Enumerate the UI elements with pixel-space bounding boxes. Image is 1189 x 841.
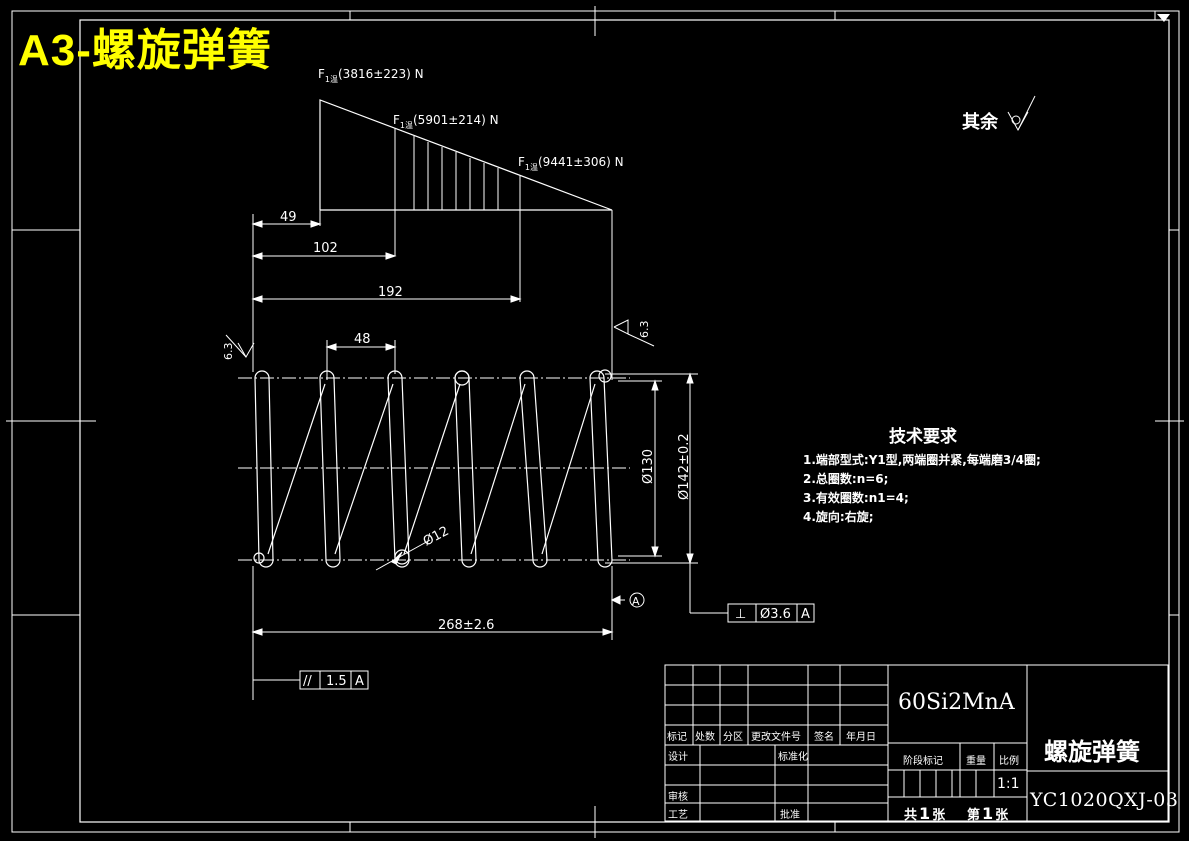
coil-back xyxy=(403,383,461,555)
weight-label: 重量 xyxy=(966,756,986,767)
coil-front xyxy=(589,370,613,568)
dim-length: 268±2.6 xyxy=(438,618,494,633)
par-symbol: // xyxy=(303,674,312,689)
corner-arrow xyxy=(1157,14,1170,22)
scale-value: 1:1 xyxy=(997,776,1020,792)
force-labels: F1温(3816±223) N F1温(5901±214) N F1温(9441… xyxy=(318,67,624,172)
design-label: 设计 xyxy=(668,752,688,763)
par-datum: A xyxy=(355,674,364,689)
wire-section xyxy=(454,370,470,386)
scale-label: 比例 xyxy=(999,756,1019,767)
header-signature: 签名 xyxy=(814,732,834,743)
load-diagram xyxy=(252,99,613,380)
datum-letter: A xyxy=(632,595,640,608)
drawing-number: YC1020QXJ-03 xyxy=(1030,789,1179,811)
standard-label: 标准化 xyxy=(778,752,808,763)
coil-back xyxy=(541,383,596,555)
header-count: 处数 xyxy=(695,732,715,743)
dim-pitch: 48 xyxy=(354,332,371,347)
svg-text:F1温(3816±223) N: F1温(3816±223) N xyxy=(318,67,424,84)
coil-front xyxy=(519,370,548,568)
title-block-grid xyxy=(664,664,1169,822)
dim-102: 102 xyxy=(313,241,338,256)
approve-label: 批准 xyxy=(780,810,800,821)
perp-symbol: ⊥ xyxy=(735,607,746,622)
sheet-title: A3-螺旋弹簧 xyxy=(18,26,272,75)
dim-outer: Ø142±0.2 xyxy=(677,433,692,500)
svg-text:F1温(9441±306) N: F1温(9441±306) N xyxy=(518,155,624,172)
wire-section xyxy=(598,369,612,383)
tolerance-frames xyxy=(299,603,815,690)
spring-coils xyxy=(253,369,613,568)
tolerance-text: ⊥ Ø3.6 A // 1.5 A xyxy=(303,607,810,689)
dim-wire: Ø12 xyxy=(421,524,452,550)
header-zone: 分区 xyxy=(723,732,743,743)
requirement-item: 3.有效圈数:n1=4; xyxy=(803,491,909,505)
perp-value: Ø3.6 xyxy=(760,607,791,622)
process-label: 工艺 xyxy=(668,810,688,821)
svg-text:F1温(5901±214) N: F1温(5901±214) N xyxy=(393,113,499,130)
wire-section xyxy=(394,549,410,565)
requirement-item: 2.总圈数:n=6; xyxy=(803,472,889,486)
coil-back xyxy=(334,383,394,555)
dim-192: 192 xyxy=(378,285,403,300)
surface-rest-label: 其余 xyxy=(962,112,998,133)
technical-requirements: 技术要求 1.端部型式:Y1型,两端圈并紧,每端磨3/4圈; 2.总圈数:n=6… xyxy=(803,428,1041,527)
header-date: 年月日 xyxy=(846,732,876,743)
datum-symbol xyxy=(629,592,645,608)
requirements-title: 技术要求 xyxy=(889,427,957,447)
stage-mark-label: 阶段标记 xyxy=(903,756,943,767)
dim-49: 49 xyxy=(280,210,297,225)
dim-inner: Ø130 xyxy=(641,449,656,484)
coil-back xyxy=(470,383,526,555)
header-mark: 标记 xyxy=(667,732,687,743)
dimension-lines xyxy=(251,220,728,700)
center-lines xyxy=(238,377,630,561)
coil-back xyxy=(267,383,326,555)
check-label: 审核 xyxy=(668,792,688,803)
coil-front xyxy=(454,370,477,568)
requirement-item: 1.端部型式:Y1型,两端圈并紧,每端磨3/4圈; xyxy=(803,453,1041,467)
coil-front xyxy=(387,370,410,568)
material-label: 60Si2MnA xyxy=(898,690,1015,715)
coil-front xyxy=(254,370,274,568)
header-change-doc: 更改文件号 xyxy=(751,732,801,743)
center-marks xyxy=(6,6,1184,838)
par-value: 1.5 xyxy=(326,674,347,689)
rough-right-value: 6.3 xyxy=(638,321,651,339)
requirement-item: 4.旋向:右旋; xyxy=(803,510,874,524)
roughness-symbols xyxy=(225,95,1036,359)
rough-left-value: 6.3 xyxy=(222,343,235,361)
coil-front xyxy=(319,370,341,568)
perp-datum: A xyxy=(801,607,810,622)
part-name: 螺旋弹簧 xyxy=(1044,738,1140,766)
wire-section xyxy=(253,552,265,564)
